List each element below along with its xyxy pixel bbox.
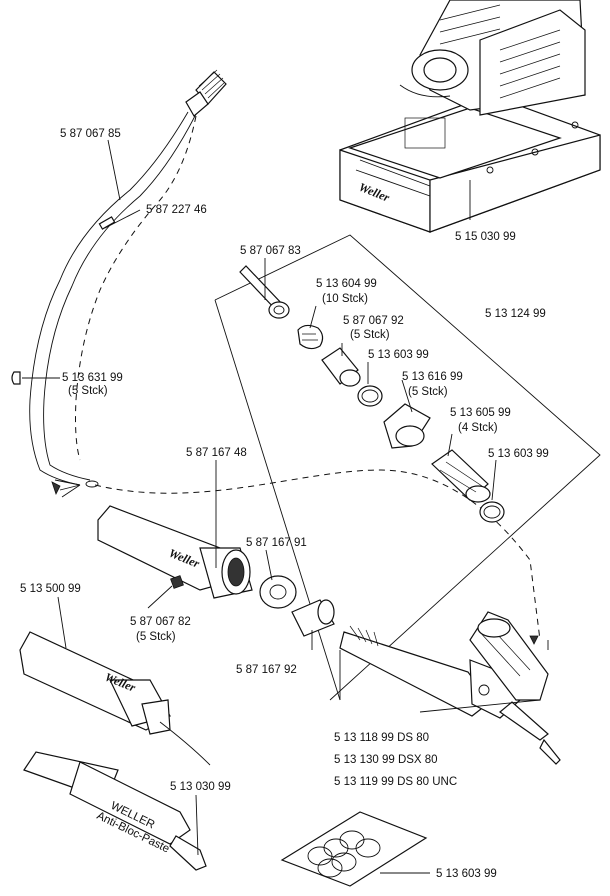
label-screw: 5 87 067 83 xyxy=(240,245,301,257)
leader-lines xyxy=(22,139,497,874)
label-insert: 5 87 167 92 xyxy=(236,664,297,676)
label-grub-qty: (5 Stck) xyxy=(136,631,176,643)
label-nut: 5 87 167 91 xyxy=(246,537,307,549)
label-sleeve-qty: (4 Stck) xyxy=(458,422,498,434)
label-kit: 5 13 124 99 xyxy=(485,308,546,320)
label-oring-a: 5 13 603 99 xyxy=(368,349,429,361)
label-model-ds80: 5 13 118 99 DS 80 xyxy=(334,732,429,744)
label-oring-b: 5 13 603 99 xyxy=(488,448,549,460)
label-sleeve: 5 13 605 99 xyxy=(450,407,511,419)
label-model-ds80unc: 5 13 119 99 DS 80 UNC xyxy=(334,776,457,788)
label-grub-screw: 5 87 067 82 xyxy=(130,616,191,628)
label-cap: 5 87 067 92 xyxy=(343,315,404,327)
label-stand: 5 15 030 99 xyxy=(455,231,516,243)
oring-bag-drawing xyxy=(280,811,428,887)
label-cable: 5 87 067 85 xyxy=(60,128,121,140)
label-nozzle-qty: (5 Stck) xyxy=(408,386,448,398)
label-nozzle: 5 13 616 99 xyxy=(402,371,463,383)
label-clip: 5 13 631 99 xyxy=(62,372,123,384)
stand-drawing: Weller xyxy=(339,0,601,233)
label-clip-qty: (5 Stck) xyxy=(68,385,108,397)
label-paste: 5 13 030 99 xyxy=(170,781,231,793)
iron-drawing: Weller xyxy=(19,631,211,766)
label-sponge: 5 13 604 99 xyxy=(316,278,377,290)
label-cap-qty: (5 Stck) xyxy=(350,329,390,341)
label-iron: 5 13 500 99 xyxy=(20,583,81,595)
cable-drawing xyxy=(11,69,541,641)
label-model-dsx80: 5 13 130 99 DSX 80 xyxy=(334,754,438,766)
label-cable-sleeve: 5 87 227 46 xyxy=(146,204,207,216)
paste-drawing: WELLER Anti-Bloc-Paste xyxy=(23,751,207,871)
tip-kit-drawing xyxy=(214,234,601,701)
label-orings-bag: 5 13 603 99 xyxy=(436,868,497,880)
label-handle: 5 87 167 48 xyxy=(186,447,247,459)
handle-drawing: Weller xyxy=(97,505,561,765)
label-sponge-qty: (10 Stck) xyxy=(322,293,368,305)
